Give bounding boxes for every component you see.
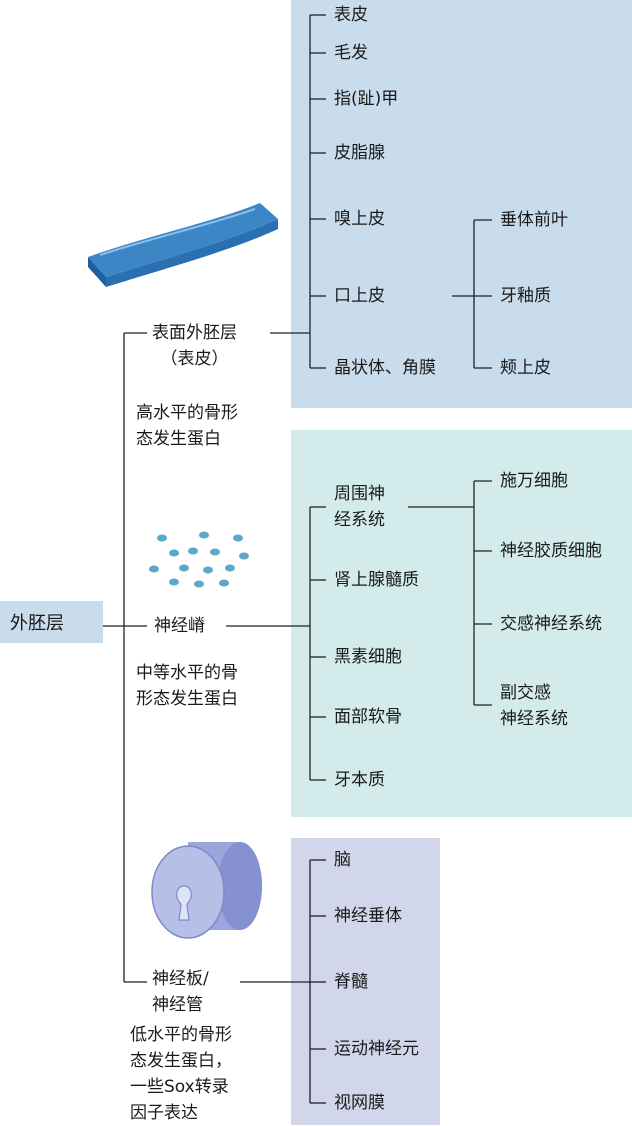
crest-item: 面部软骨 <box>334 707 402 727</box>
surface-item: 指(趾)甲 <box>334 89 399 109</box>
pns-child-item: 神经胶质细胞 <box>500 541 602 561</box>
surface-item: 毛发 <box>334 43 368 63</box>
surface-item: 表皮 <box>334 5 368 25</box>
tube-item: 视网膜 <box>334 1093 385 1113</box>
surface-bmp-note: 高水平的骨形 态发生蛋白 <box>136 403 238 449</box>
neural-crest-panel <box>291 430 632 817</box>
oral-child-item: 牙釉质 <box>500 286 551 306</box>
surface-ectoderm-panel <box>291 0 632 408</box>
surface-item: 皮脂腺 <box>334 143 385 163</box>
pns-child-item: 交感神经系统 <box>500 614 602 634</box>
surface-item: 口上皮 <box>334 286 385 306</box>
crest-item: 牙本质 <box>334 770 385 790</box>
ectoderm-root-label: 外胚层 <box>10 613 64 634</box>
surface-item: 晶状体、角膜 <box>334 358 436 378</box>
ectoderm-root-box: 外胚层 <box>0 601 103 643</box>
surface-item: 嗅上皮 <box>334 209 385 229</box>
neural-tube-illustration <box>151 842 262 939</box>
neural-tube-label: 神经板/ 神经管 <box>152 969 209 1015</box>
tube-item: 脊髓 <box>334 972 368 992</box>
neural-crest-cells-illustration <box>149 531 249 588</box>
crest-item: 肾上腺髓质 <box>334 570 419 590</box>
oral-child-item: 颊上皮 <box>500 358 551 378</box>
crest-item: 周围神 经系统 <box>334 484 385 530</box>
surface-ectoderm-label: 表面外胚层 （表皮） <box>152 323 237 369</box>
neural-crest-label: 神经嵴 <box>154 616 205 636</box>
crest-bmp-note: 中等水平的骨 形态发生蛋白 <box>136 663 238 709</box>
pns-child-item: 副交感 神经系统 <box>500 683 568 729</box>
epidermis-sheet-illustration <box>88 203 278 287</box>
tube-item: 运动神经元 <box>334 1039 419 1059</box>
oral-child-item: 垂体前叶 <box>500 210 568 230</box>
tube-bmp-note: 低水平的骨形 态发生蛋白， 一些Sox转录 因子表达 <box>130 1025 232 1123</box>
tube-item: 神经垂体 <box>334 906 402 926</box>
tube-item: 脑 <box>334 850 351 870</box>
pns-child-item: 施万细胞 <box>500 471 568 491</box>
crest-item: 黑素细胞 <box>334 647 402 667</box>
